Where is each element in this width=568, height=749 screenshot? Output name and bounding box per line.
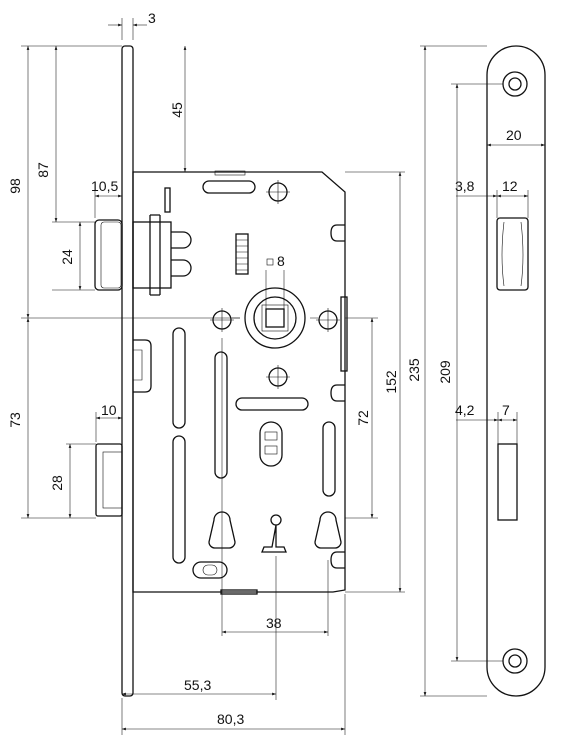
middle-slot: [235, 397, 309, 411]
keyhole-right: [314, 511, 342, 549]
strike-screw-hole-top: [502, 71, 528, 97]
dim-strike-latch-width: 12: [502, 178, 518, 194]
dim-strike-screw-distance: 209: [437, 360, 453, 384]
dim-faceplate-thickness: 3: [148, 10, 156, 26]
dim-case-height: 152: [383, 370, 399, 394]
strike-screw-hole-bottom: [502, 648, 528, 674]
mounting-hole-top: [266, 180, 290, 204]
faceplate: [121, 45, 134, 697]
lock-case: [132, 171, 346, 593]
strike-plate: [486, 45, 546, 697]
mounting-hole-middle: [266, 365, 290, 389]
lock-body: [94, 45, 348, 697]
strike-bolt-opening: [497, 443, 518, 521]
dim-latch-projection: 10,5: [91, 178, 118, 194]
case-edge-plate: [340, 296, 348, 372]
strike-plate-outline: [486, 45, 546, 697]
ratchet: [235, 233, 249, 275]
dim-lock-depth: 80,3: [217, 711, 244, 727]
dead-bolt: [95, 443, 123, 517]
faceplate-stop: [133, 339, 152, 393]
dim-strike-width: 20: [506, 127, 522, 143]
dim-strike-bolt-width: 7: [502, 402, 510, 418]
key-center: [261, 514, 287, 553]
slot-right: [322, 421, 336, 497]
dim-backset: 55,3: [184, 677, 211, 693]
dim-bolt-height: 28: [49, 475, 65, 491]
dim-faceplate-height: 235: [406, 358, 422, 382]
strike-latch-opening: [496, 217, 529, 291]
dim-strike-latch-offset: 3,8: [455, 178, 475, 194]
dim-top-to-latch-top: 87: [35, 162, 51, 178]
dim-spindle-to-bolt: 73: [7, 412, 23, 428]
spindle-follower: [232, 287, 318, 349]
case-edge-notches: [330, 224, 345, 569]
dim-top-to-latch-center: 98: [7, 178, 23, 194]
bottom-oval: [192, 561, 228, 579]
bottom-plate: [220, 589, 258, 595]
dim-latch-height: 24: [59, 249, 75, 265]
spindle-size-marker: [266, 258, 274, 266]
slot-left-lower: [172, 435, 186, 564]
dim-hole-spacing: 38: [266, 615, 282, 631]
top-slot: [202, 180, 256, 194]
dim-bolt-projection: 10: [101, 402, 117, 418]
mounting-hole-right: [316, 308, 340, 332]
dim-spindle-square: 8: [277, 253, 285, 269]
dim-spindle-to-key: 72: [355, 410, 371, 426]
lever-window: [259, 421, 283, 467]
dim-strike-bolt-offset: 4,2: [455, 402, 475, 418]
dimension-labels: 3 98 87 45 10,5 24 8 73 10 28 72 152 235…: [7, 10, 522, 727]
dimension-lines: [21, 18, 545, 735]
slot-left-upper: [172, 327, 186, 429]
dim-top-to-case: 45: [169, 102, 185, 118]
mounting-hole-left: [210, 308, 234, 332]
latch-bolt: [94, 187, 192, 296]
slot-center: [214, 351, 228, 479]
